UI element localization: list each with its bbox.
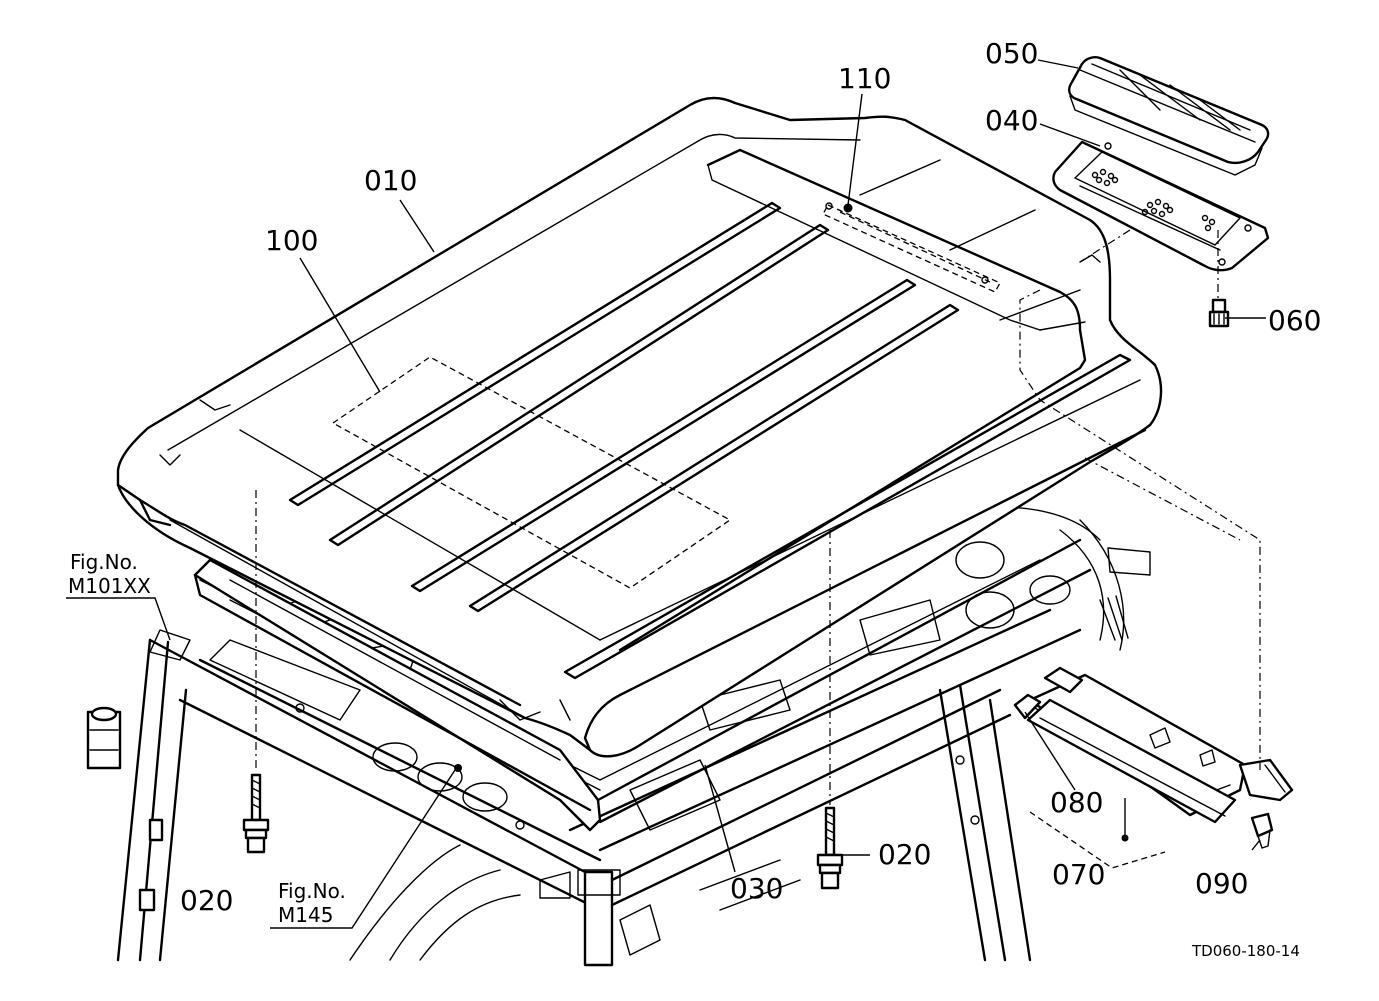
bracket-plate-part-070 bbox=[1026, 698, 1237, 842]
leader-lines bbox=[66, 59, 1266, 929]
inner-roof-liner-part-030 bbox=[193, 538, 1092, 832]
figure-reference-m145: Fig.No. M145 bbox=[278, 879, 346, 927]
lamp-base-part-040 bbox=[1052, 140, 1270, 272]
callout-080: 080 bbox=[1050, 786, 1103, 819]
bolt-part-020-right bbox=[816, 806, 844, 890]
lamp-base-holes bbox=[1091, 168, 1216, 232]
callout-070: 070 bbox=[1052, 858, 1105, 891]
fig-ref-2-code: M145 bbox=[278, 903, 333, 927]
callout-090: 090 bbox=[1195, 867, 1248, 900]
callout-010: 010 bbox=[364, 164, 417, 197]
callout-020-left: 020 bbox=[180, 884, 233, 917]
lamp-cover-part-050 bbox=[1068, 56, 1270, 176]
callout-030: 030 bbox=[730, 872, 783, 905]
drawing-code: TD060-180-14 bbox=[1191, 942, 1300, 960]
fig-ref-1-prefix: Fig.No. bbox=[70, 550, 138, 574]
callout-110: 110 bbox=[838, 62, 891, 95]
fig-ref-1-code: M101XX bbox=[68, 574, 151, 598]
assembly-lines bbox=[255, 229, 1261, 869]
screw-part-060 bbox=[1208, 298, 1230, 328]
callout-labels: 010 100 110 050 040 060 020 020 030 080 … bbox=[180, 37, 1321, 917]
cab-frame bbox=[86, 506, 1151, 967]
bolt-part-020-left bbox=[242, 773, 270, 854]
callout-040: 040 bbox=[985, 104, 1038, 137]
fig-ref-2-prefix: Fig.No. bbox=[278, 879, 346, 903]
callout-100: 100 bbox=[265, 224, 318, 257]
figure-reference-m101xx: Fig.No. M101XX bbox=[68, 550, 151, 598]
roof-shell-part-010 bbox=[116, 96, 1163, 758]
callout-050: 050 bbox=[985, 37, 1038, 70]
callout-060: 060 bbox=[1268, 304, 1321, 337]
callout-020-right: 020 bbox=[878, 838, 931, 871]
bolt-part-090 bbox=[1250, 812, 1274, 849]
label-area-part-100 bbox=[331, 356, 732, 589]
strip-part-110 bbox=[822, 202, 1001, 293]
